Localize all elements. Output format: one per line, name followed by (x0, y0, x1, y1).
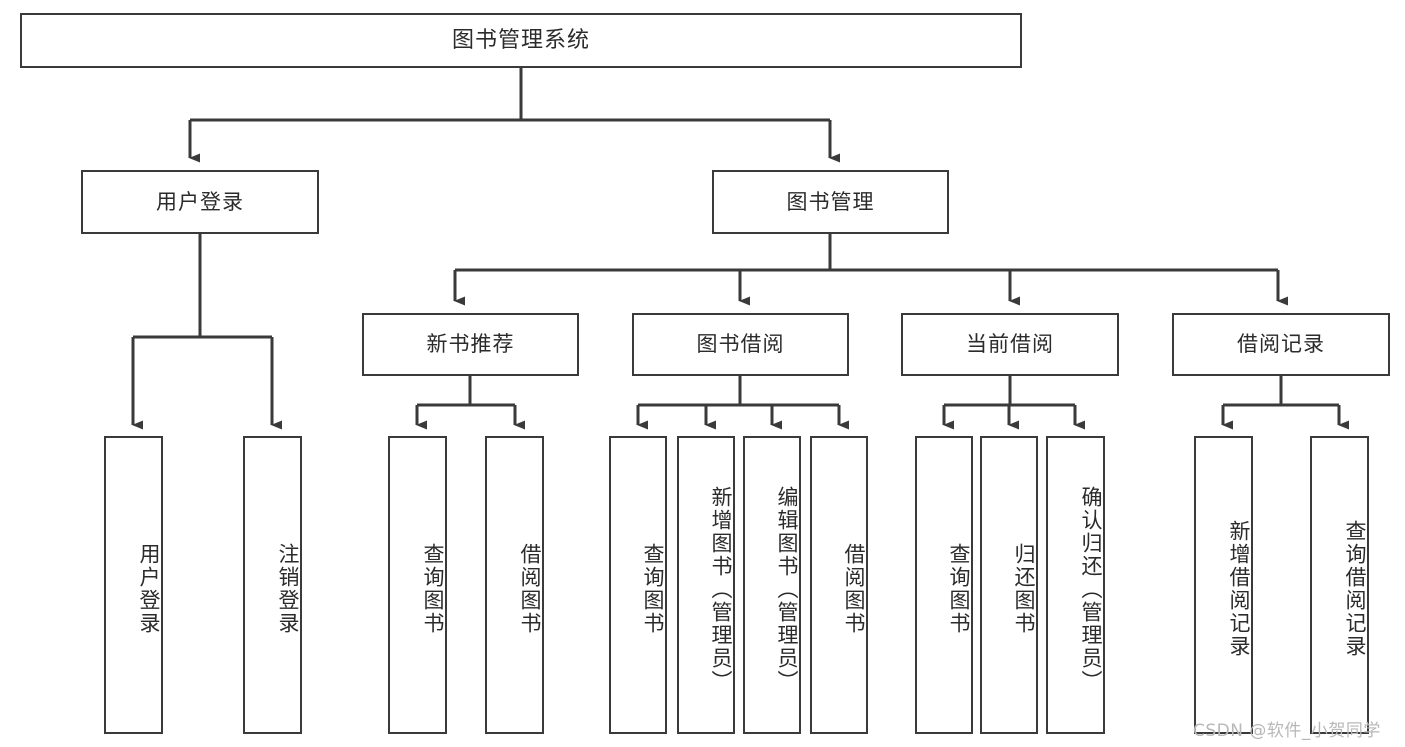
node-leaf-borrow-book-1-label: 借阅图书 (518, 543, 542, 635)
node-leaf-query-book-3-label: 查询图书 (947, 543, 971, 635)
node-leaf-return-book-label: 归还图书 (1012, 543, 1036, 635)
node-leaf-add-record[interactable]: 新增借阅记录 (1194, 436, 1253, 734)
node-user-login[interactable]: 用户登录 (81, 170, 319, 234)
node-leaf-query-book-3[interactable]: 查询图书 (915, 436, 973, 734)
watermark-text: CSDN @软件_小贺同学 (1193, 721, 1381, 741)
node-root[interactable]: 图书管理系统 (20, 13, 1022, 68)
node-leaf-logout-login[interactable]: 注销登录 (243, 436, 302, 734)
node-leaf-query-book-2-label: 查询图书 (641, 543, 665, 635)
watermark: CSDN @软件_小贺同学 (1193, 716, 1381, 741)
node-leaf-query-book-1[interactable]: 查询图书 (388, 436, 447, 734)
node-book-manage[interactable]: 图书管理 (712, 170, 949, 234)
node-root-label: 图书管理系统 (451, 27, 590, 53)
node-book-borrow-label: 图书借阅 (696, 332, 785, 357)
node-leaf-confirm-return[interactable]: 确认归还（管理员） (1046, 436, 1105, 734)
node-leaf-borrow-book-2[interactable]: 借阅图书 (810, 436, 868, 734)
node-new-book-recommend[interactable]: 新书推荐 (362, 313, 579, 376)
node-leaf-edit-book-label: 编辑图书（管理员） (775, 485, 799, 693)
node-leaf-query-record[interactable]: 查询借阅记录 (1310, 436, 1369, 734)
node-leaf-user-login-label: 用户登录 (137, 543, 161, 635)
node-leaf-user-login[interactable]: 用户登录 (104, 436, 163, 734)
node-leaf-borrow-book-1[interactable]: 借阅图书 (485, 436, 544, 734)
node-leaf-add-book-label: 新增图书（管理员） (709, 485, 733, 693)
node-new-book-recommend-label: 新书推荐 (426, 332, 515, 357)
node-leaf-confirm-return-label: 确认归还（管理员） (1079, 485, 1103, 693)
node-leaf-return-book[interactable]: 归还图书 (980, 436, 1038, 734)
node-leaf-add-record-label: 新增借阅记录 (1227, 520, 1251, 658)
node-leaf-edit-book[interactable]: 编辑图书（管理员） (743, 436, 801, 734)
node-book-borrow[interactable]: 图书借阅 (632, 313, 849, 376)
node-leaf-logout-login-label: 注销登录 (276, 543, 300, 635)
node-leaf-borrow-book-2-label: 借阅图书 (842, 543, 866, 635)
node-leaf-query-record-label: 查询借阅记录 (1343, 520, 1367, 658)
node-leaf-add-book[interactable]: 新增图书（管理员） (677, 436, 735, 734)
node-leaf-query-book-1-label: 查询图书 (421, 543, 445, 635)
node-borrow-record-label: 借阅记录 (1237, 332, 1325, 357)
node-user-login-label: 用户登录 (156, 189, 244, 214)
node-borrow-record[interactable]: 借阅记录 (1172, 313, 1390, 376)
node-book-manage-label: 图书管理 (786, 189, 875, 214)
node-current-borrow[interactable]: 当前借阅 (901, 313, 1119, 376)
node-leaf-query-book-2[interactable]: 查询图书 (609, 436, 667, 734)
node-current-borrow-label: 当前借阅 (966, 332, 1054, 357)
